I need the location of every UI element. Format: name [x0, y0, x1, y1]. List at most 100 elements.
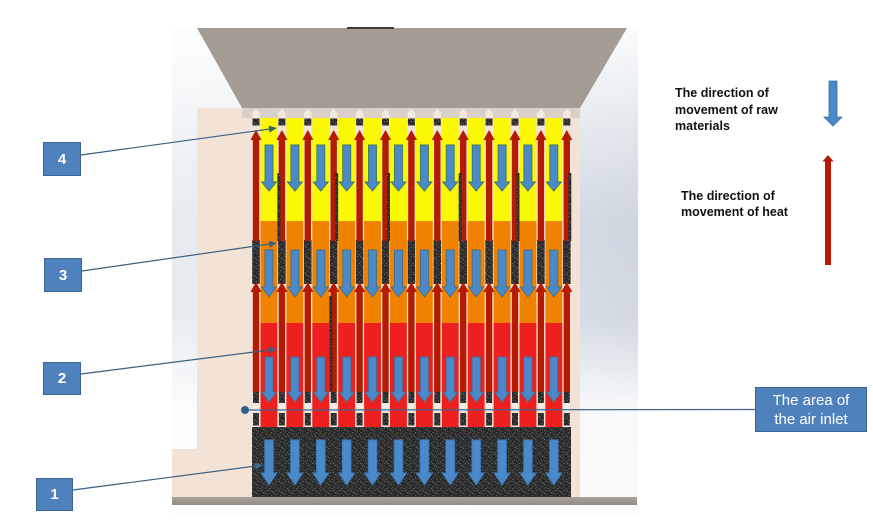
raw-material-arrow — [519, 356, 537, 403]
grate-opening — [512, 404, 518, 412]
wall-dark-strip — [387, 173, 390, 241]
wall-dark-segment — [329, 240, 338, 284]
grate-bar — [356, 413, 363, 426]
raw-material-arrow — [311, 439, 330, 486]
wall-cap — [433, 108, 442, 118]
grate-opening — [460, 404, 467, 412]
air-inlet-leader-group — [241, 406, 756, 414]
raw-material-arrow — [441, 144, 459, 192]
grate-bar — [408, 392, 415, 403]
wall-cap — [278, 108, 286, 118]
wall-cap — [459, 108, 467, 118]
wall-dark-segment — [433, 240, 442, 284]
channel-wall — [509, 108, 521, 427]
channel-walls — [250, 108, 573, 427]
grate-bar — [356, 392, 363, 403]
channel-wall — [431, 108, 443, 427]
grate-bar — [304, 392, 311, 403]
wall-top-block — [563, 118, 571, 126]
heat-arrow — [250, 130, 262, 241]
channel-wall — [250, 108, 262, 427]
wall-top-block — [304, 118, 312, 126]
heat-arrow — [354, 130, 366, 241]
heat-arrow — [302, 282, 314, 392]
wall-top-block — [485, 118, 493, 126]
raw-material-arrow — [519, 249, 537, 298]
wall-top-block — [511, 118, 519, 126]
callout-4-arrowhead — [268, 125, 277, 133]
wall-dark-segment — [485, 240, 493, 284]
raw-material-arrow — [544, 439, 563, 486]
raw-material-arrow — [519, 144, 537, 192]
raw-material-arrow — [545, 249, 563, 298]
wall-cap — [304, 108, 312, 118]
wall-top-block — [433, 118, 441, 126]
raw-material-arrow — [338, 249, 356, 298]
grate-opening — [253, 404, 259, 412]
grate-bar — [460, 413, 467, 426]
raw-material-arrow — [415, 356, 433, 403]
air-inlet-callout-box: The area of the air inlet — [755, 387, 867, 432]
raw-material-arrow — [390, 144, 407, 192]
callout-2-leader — [80, 349, 271, 375]
raw-material-arrow — [286, 356, 304, 403]
grate-bar — [563, 413, 570, 426]
heat-arrow — [379, 282, 392, 392]
channel-wall — [457, 108, 469, 427]
raw-material-arrow — [312, 356, 330, 403]
wall-top-block — [382, 118, 389, 126]
raw-material-arrow — [260, 356, 278, 403]
heat-arrow — [561, 282, 573, 392]
raw-material-arrows — [260, 144, 563, 486]
callout-box-zone-2: 2 — [43, 362, 81, 395]
grate-bar — [330, 413, 337, 426]
raw-material-arrow — [364, 249, 381, 298]
wall-dark-strip — [277, 173, 281, 241]
wall-dark-segment — [563, 240, 571, 284]
raw-material-arrow — [493, 249, 511, 298]
callout-1-leader — [72, 465, 257, 491]
raw-material-arrow — [415, 144, 433, 192]
heat-arrow — [509, 282, 521, 392]
callout-1-arrowhead — [254, 462, 263, 470]
grate-bar — [512, 392, 518, 403]
channel-wall — [328, 108, 340, 427]
wall-dark-strip — [458, 173, 462, 241]
wall-cap — [329, 108, 338, 118]
heat-arrow — [483, 130, 495, 241]
legend-arrows — [822, 80, 843, 265]
grate-opening — [382, 404, 389, 412]
raw-material-arrow — [260, 144, 278, 192]
grate-bar — [408, 413, 415, 426]
grate-opening — [563, 404, 570, 412]
legend-heat-label: The direction of movement of heat — [681, 188, 788, 221]
legend-raw-materials-line-2: movement of raw — [675, 102, 778, 117]
wall-dark-strip — [568, 173, 572, 241]
heat-arrow — [405, 282, 417, 392]
callout-leaders — [72, 125, 277, 491]
raw-material-arrow — [519, 439, 537, 486]
legend-raw-material-arrow-icon — [823, 80, 843, 127]
wall-dark-segment — [537, 240, 545, 284]
grate-bar — [382, 413, 389, 426]
raw-material-arrow — [338, 356, 356, 403]
air-inlet-leader-dot — [241, 406, 249, 414]
raw-material-arrow — [363, 439, 382, 486]
raw-material-arrow — [467, 144, 485, 192]
channel-wall — [535, 108, 547, 427]
heat-arrow — [302, 130, 314, 241]
callout-box-zone-4: 4 — [43, 142, 81, 176]
grate-opening — [408, 404, 415, 412]
wall-dark-segment — [252, 240, 260, 284]
grate-bar — [304, 413, 311, 426]
callout-box-zone-1: 1 — [36, 478, 73, 511]
wall-cap — [407, 108, 416, 118]
heat-arrow — [431, 130, 443, 241]
grate-bar — [537, 413, 544, 426]
wall-dark-segment — [278, 240, 286, 284]
wall-top-block — [407, 118, 415, 126]
base-plate — [172, 497, 637, 505]
heat-arrow — [483, 282, 495, 392]
wall-dark-segment — [355, 240, 364, 284]
grate-bar — [434, 392, 441, 403]
